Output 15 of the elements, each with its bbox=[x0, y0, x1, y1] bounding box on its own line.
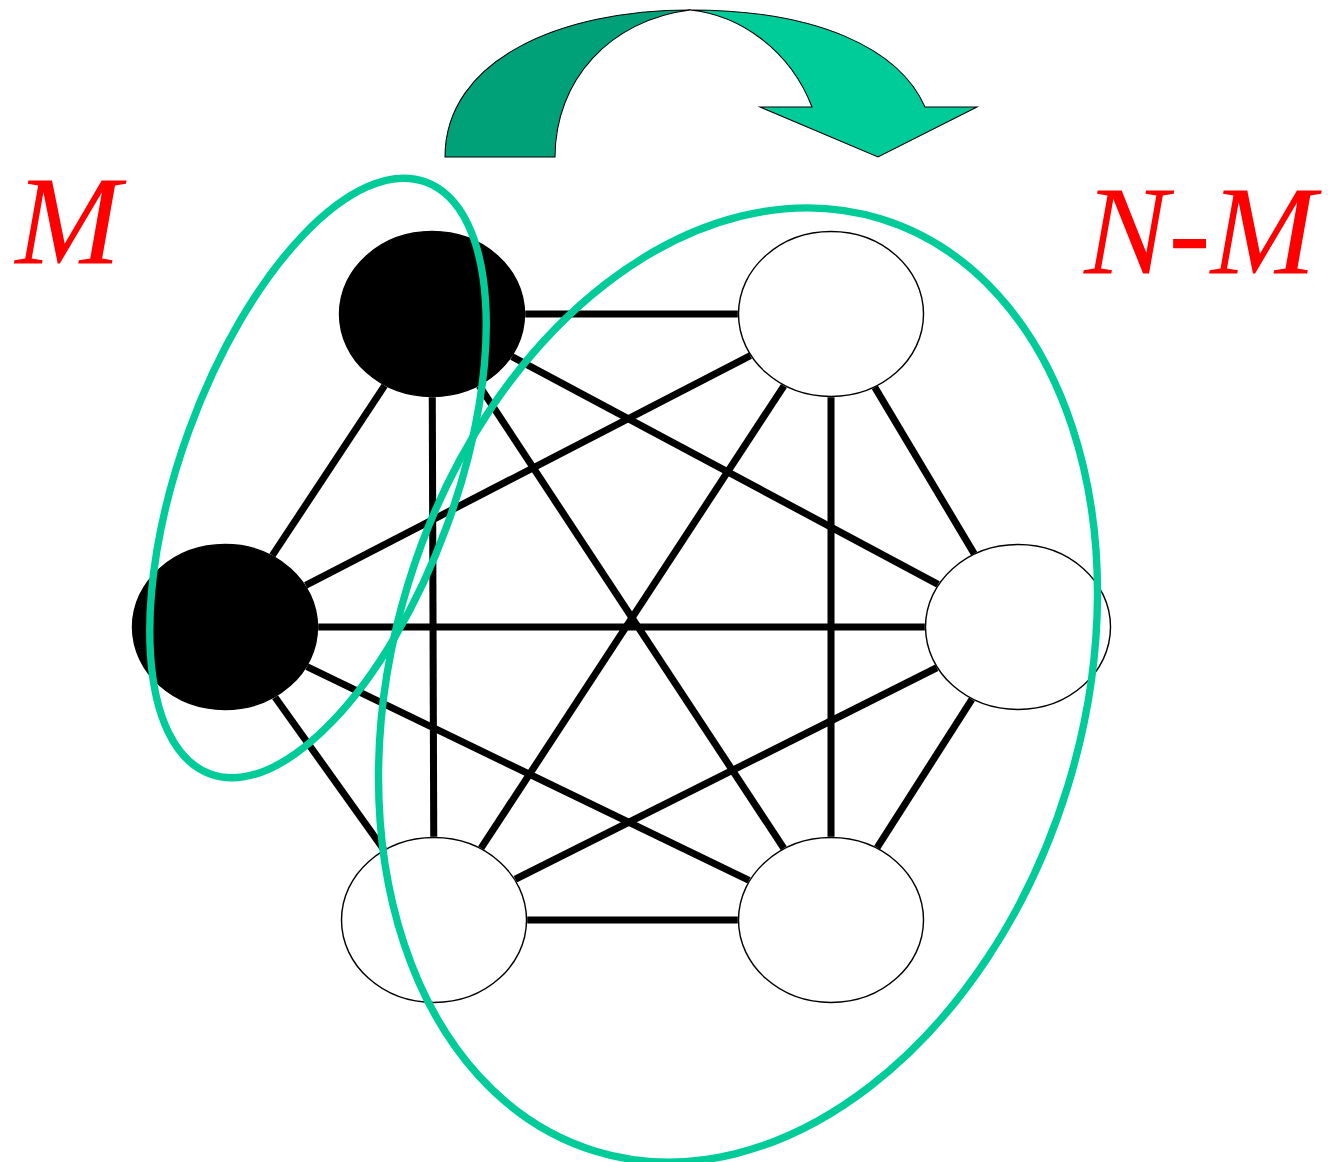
node-ellipse bbox=[924, 543, 1112, 711]
group-label: N-M bbox=[1083, 190, 1322, 274]
node-ellipse bbox=[338, 230, 526, 398]
edge-line bbox=[304, 352, 752, 589]
group-label: M bbox=[13, 180, 127, 264]
node-ellipse bbox=[737, 230, 925, 398]
edge-line bbox=[871, 385, 978, 556]
edge-line bbox=[874, 697, 975, 850]
node-ellipse bbox=[737, 836, 925, 1004]
edge-line bbox=[269, 383, 388, 558]
node-ellipse bbox=[340, 836, 528, 1004]
edge-line bbox=[510, 353, 940, 588]
node-ellipse bbox=[131, 543, 319, 711]
edge-line bbox=[305, 663, 751, 884]
edge-line bbox=[513, 664, 939, 883]
